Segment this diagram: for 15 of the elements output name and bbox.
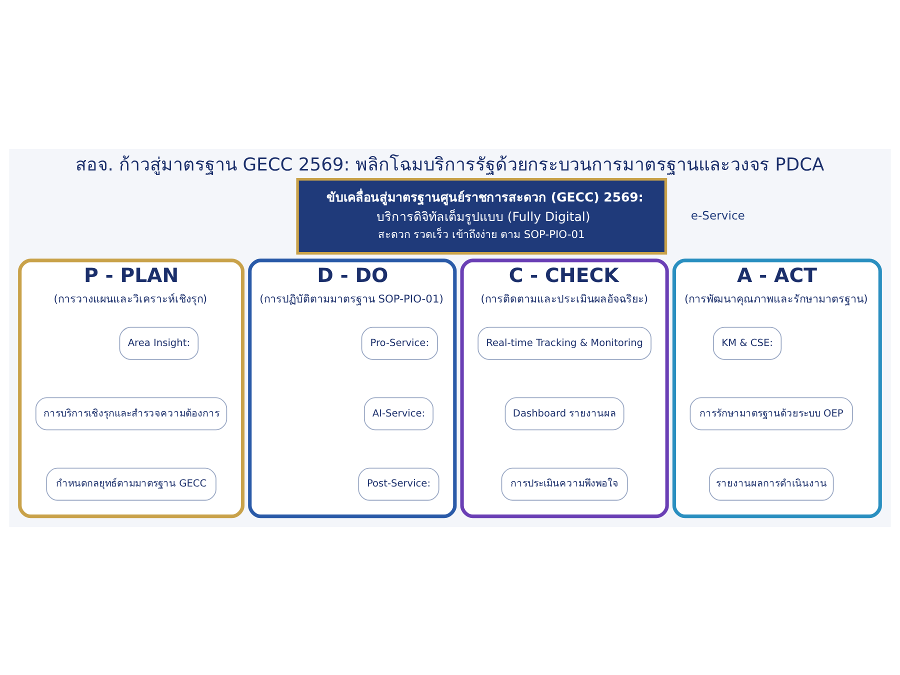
node-box: AI-Service: [364, 396, 434, 430]
diagram-title: สอจ. ก้าวสู่มาตรฐาน GECC 2569: พลิกโฉมบริการรัฐด้วยกระบวนการมาตรฐานและวงจร PDCA [76, 154, 824, 175]
label: e-Service [690, 208, 745, 222]
node-box: กำหนดกลยุทธ์ตามมาตรฐาน GECC [46, 467, 216, 500]
node-box: การรักษามาตรฐานด้วยระบบ OEP [690, 396, 853, 430]
node-box: Post-Service: [358, 467, 440, 500]
node-box: รายงานผลการดำเนินงาน [708, 467, 834, 500]
node-box: Real-time Tracking & Monitoring [478, 326, 652, 360]
node-box: Dashboard รายงานผล [504, 396, 624, 430]
node-box: Area Insight: [119, 326, 199, 360]
node-box: การประเมินความพึงพอใจ [501, 467, 628, 500]
node-box: Pro-Service: [361, 326, 438, 360]
node-box: KM & CSE: [713, 326, 782, 360]
node-box: ขับเคลื่อนสู่มาตรฐานศูนย์ราชการสะดวก (GECC) 2569: บริการดิจิทัลเต็มรูปแบบ (Fully Digital) สะดวก รวดเร็ว เข้าถึงง่าย ตาม SOP-PIO-01 [296, 177, 668, 254]
node-box: การบริการเชิงรุกและสำรวจความต้องการ [35, 396, 228, 430]
